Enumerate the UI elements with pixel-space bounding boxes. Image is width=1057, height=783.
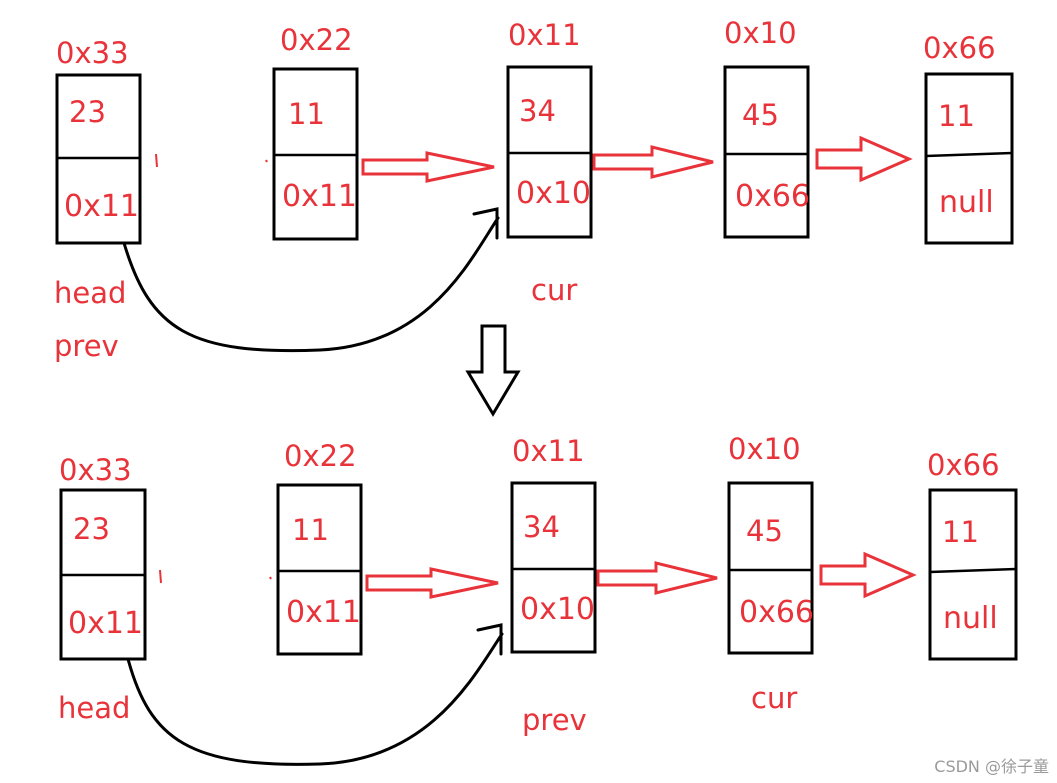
node-value: 23 xyxy=(73,512,110,546)
red-mark xyxy=(155,153,158,168)
node-address: 0x10 xyxy=(724,16,797,50)
pointer-label: prev xyxy=(54,329,119,363)
node-box xyxy=(723,65,810,239)
node-next: 0x11 xyxy=(286,595,361,630)
red-mark xyxy=(265,159,268,163)
node-next: null xyxy=(939,185,994,220)
node-next: 0x11 xyxy=(64,189,139,224)
black-curve-arrow xyxy=(126,632,504,766)
node-value: 34 xyxy=(519,94,556,128)
node-next: null xyxy=(943,601,998,636)
pointer-label: head xyxy=(58,691,130,725)
node-next: 0x11 xyxy=(68,606,143,641)
node-address: 0x11 xyxy=(512,434,585,468)
node-box xyxy=(510,481,597,654)
node: 0x10 45 0x66 xyxy=(723,16,810,239)
node-next: 0x66 xyxy=(739,595,814,630)
node-box xyxy=(924,72,1014,245)
black-curve-arrow-head xyxy=(476,623,503,656)
node-box xyxy=(276,483,363,656)
node: 0x11 34 0x10 xyxy=(510,434,597,654)
red-arrow xyxy=(592,145,714,179)
node: 0x66 11 null xyxy=(923,31,1014,245)
red-arrow xyxy=(361,151,495,183)
node-value: 11 xyxy=(288,97,325,131)
node-value: 11 xyxy=(938,99,975,133)
node: 0x66 11 null xyxy=(927,448,1018,661)
node-address: 0x66 xyxy=(927,448,1000,482)
node-value: 45 xyxy=(746,514,783,548)
pointer-label: prev xyxy=(522,703,587,737)
black-curve-arrow-head xyxy=(472,207,499,240)
red-arrow xyxy=(365,567,499,599)
node-next: 0x10 xyxy=(520,592,595,627)
node-divider xyxy=(929,567,1017,574)
node-address: 0x33 xyxy=(56,36,129,70)
node-next: 0x10 xyxy=(516,176,591,211)
pointer-label: cur xyxy=(531,273,577,307)
node: 0x10 45 0x66 xyxy=(727,432,814,655)
node-value: 45 xyxy=(742,98,779,132)
top-list: 0x33 23 0x11 0x22 11 0x11 0x11 34 0x10 0… xyxy=(54,16,1014,363)
node: 0x11 34 0x10 xyxy=(506,18,593,239)
black-curve-arrow xyxy=(122,216,500,353)
node-address: 0x11 xyxy=(508,18,581,52)
node-address: 0x22 xyxy=(280,23,353,57)
node-address: 0x66 xyxy=(923,31,996,65)
node-next: 0x11 xyxy=(282,179,357,214)
pointer-label: head xyxy=(54,276,126,310)
node: 0x33 23 0x11 xyxy=(55,36,142,245)
node-box xyxy=(727,481,814,655)
bottom-list: 0x33 23 0x11 0x22 11 0x11 0x11 34 0x10 0… xyxy=(58,432,1018,766)
watermark: CSDN @徐子童 xyxy=(934,757,1049,776)
node: 0x22 11 0x11 xyxy=(272,23,359,241)
node-value: 11 xyxy=(942,515,979,549)
node: 0x33 23 0x11 xyxy=(59,453,147,661)
node: 0x22 11 0x11 xyxy=(276,439,363,656)
red-arrow xyxy=(815,135,913,183)
node-divider xyxy=(925,151,1013,158)
pointer-label: cur xyxy=(751,681,797,715)
red-mark xyxy=(159,569,162,584)
node-box xyxy=(928,488,1018,661)
node-value: 23 xyxy=(69,95,106,129)
red-arrow xyxy=(819,551,917,599)
red-mark xyxy=(269,576,272,580)
node-address: 0x22 xyxy=(284,439,357,473)
red-arrow xyxy=(596,561,718,595)
node-next: 0x66 xyxy=(735,179,810,214)
down-arrow-icon xyxy=(465,324,521,417)
node-address: 0x10 xyxy=(728,432,801,466)
node-value: 11 xyxy=(292,513,329,547)
node-value: 34 xyxy=(523,510,560,544)
node-address: 0x33 xyxy=(59,453,132,487)
